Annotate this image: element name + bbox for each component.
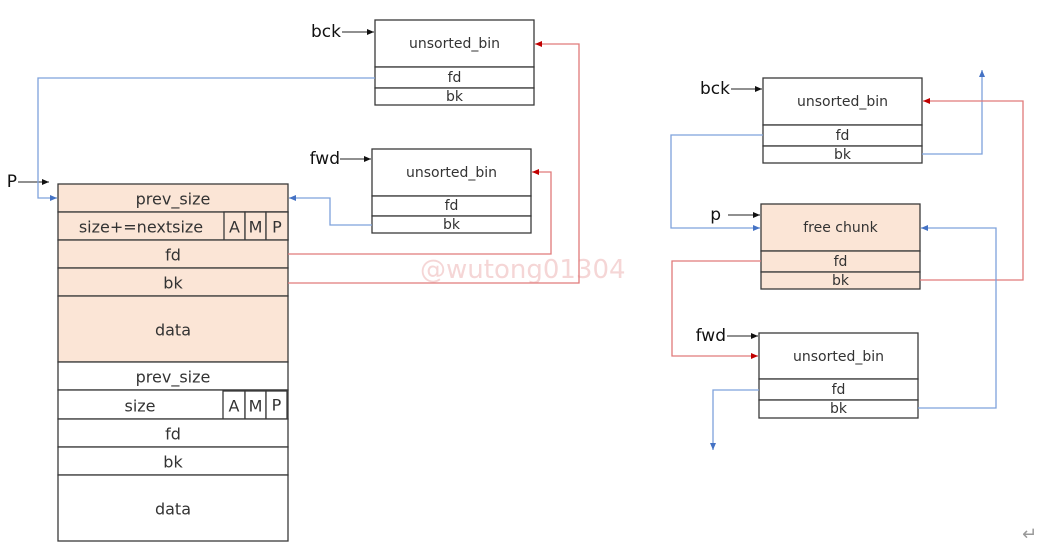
right-p-pointer-label: p bbox=[710, 205, 721, 225]
bin-title: unsorted_bin bbox=[406, 165, 497, 181]
fd-label: fd bbox=[165, 246, 181, 265]
data-cell bbox=[57, 295, 289, 363]
flag-m-label: M bbox=[249, 218, 263, 237]
prev-size-cell bbox=[57, 183, 289, 213]
bin-title: unsorted_bin bbox=[793, 349, 884, 365]
flag-p-label: P bbox=[272, 396, 282, 415]
fd-label: fd bbox=[165, 425, 181, 444]
data-label: data bbox=[155, 500, 191, 519]
link-p-bk-to-bck bbox=[920, 98, 1024, 281]
bin-header-cell bbox=[371, 148, 532, 197]
bin-header-cell bbox=[758, 332, 919, 380]
bin-bk-label: bk bbox=[830, 401, 848, 417]
bin-bk-label: bk bbox=[446, 89, 464, 105]
left-fwd-bin: unsorted_bin fd bk bbox=[371, 148, 532, 234]
chunk-header-cell bbox=[760, 203, 921, 252]
chunk-bk-label: bk bbox=[832, 273, 850, 289]
flag-a-label: A bbox=[229, 218, 240, 237]
prev-size-cell bbox=[57, 361, 289, 391]
left-bck-pointer-label: bck bbox=[311, 22, 341, 42]
bin-bk-label: bk bbox=[443, 217, 461, 233]
bk-label: bk bbox=[163, 453, 183, 472]
bin-title: unsorted_bin bbox=[797, 94, 888, 110]
link-bck-fd-to-p bbox=[670, 134, 763, 231]
link-bck-bk-up bbox=[922, 70, 985, 155]
data-cell bbox=[57, 474, 289, 542]
bin-header-cell bbox=[762, 77, 923, 126]
right-free-chunk: free chunk fd bk bbox=[760, 203, 921, 290]
left-next-chunk: prev_size size A M P fd bk data bbox=[57, 361, 289, 542]
bin-title: unsorted_bin bbox=[409, 36, 500, 52]
fd-cell bbox=[57, 418, 289, 448]
left-p-pointer-label: P bbox=[7, 172, 17, 192]
left-bck-bin: unsorted_bin fd bk bbox=[374, 19, 535, 106]
data-label: data bbox=[155, 321, 191, 340]
bk-cell bbox=[57, 267, 289, 297]
right-bck-bin: unsorted_bin fd bk bbox=[762, 77, 923, 164]
return-mark-icon: ↵ bbox=[1022, 524, 1037, 545]
link-bck-fd-to-p bbox=[37, 77, 375, 201]
right-fwd-pointer-label: fwd bbox=[696, 326, 726, 346]
chunk-fd-label: fd bbox=[834, 254, 848, 270]
flag-m-label: M bbox=[249, 397, 263, 416]
bk-label: bk bbox=[163, 274, 183, 293]
link-fwd-bk-to-p bbox=[289, 195, 372, 226]
bin-bk-cell bbox=[758, 399, 919, 419]
link-p-bk-to-bck bbox=[288, 41, 580, 284]
bin-bk-cell bbox=[374, 87, 535, 106]
size-label: size bbox=[124, 397, 155, 416]
flag-a-label: A bbox=[229, 397, 240, 416]
chunk-title: free chunk bbox=[803, 220, 878, 236]
right-fwd-bin: unsorted_bin fd bk bbox=[758, 332, 919, 419]
right-bck-pointer-label: bck bbox=[700, 79, 730, 99]
bin-fd-label: fd bbox=[445, 198, 459, 214]
size-label: size+=nextsize bbox=[79, 218, 203, 237]
link-fwd-bk-to-p bbox=[918, 225, 997, 409]
bin-fd-label: fd bbox=[836, 128, 850, 144]
prev-size-label: prev_size bbox=[136, 190, 211, 210]
left-fwd-pointer-label: fwd bbox=[310, 149, 340, 169]
link-p-fd-to-fwd bbox=[671, 260, 761, 359]
bk-cell bbox=[57, 446, 289, 476]
watermark: @wutong01304 bbox=[420, 255, 626, 285]
left-chunk-p: prev_size size+=nextsize A M P fd bk dat… bbox=[57, 183, 289, 363]
bin-fd-label: fd bbox=[832, 382, 846, 398]
bin-fd-label: fd bbox=[448, 70, 462, 86]
link-fwd-fd-down bbox=[710, 389, 759, 450]
bin-bk-label: bk bbox=[834, 147, 852, 163]
flag-p-label: P bbox=[272, 218, 282, 237]
link-p-fd-to-fwd bbox=[288, 169, 552, 255]
prev-size-label: prev_size bbox=[136, 368, 211, 388]
bin-header-cell bbox=[374, 19, 535, 68]
